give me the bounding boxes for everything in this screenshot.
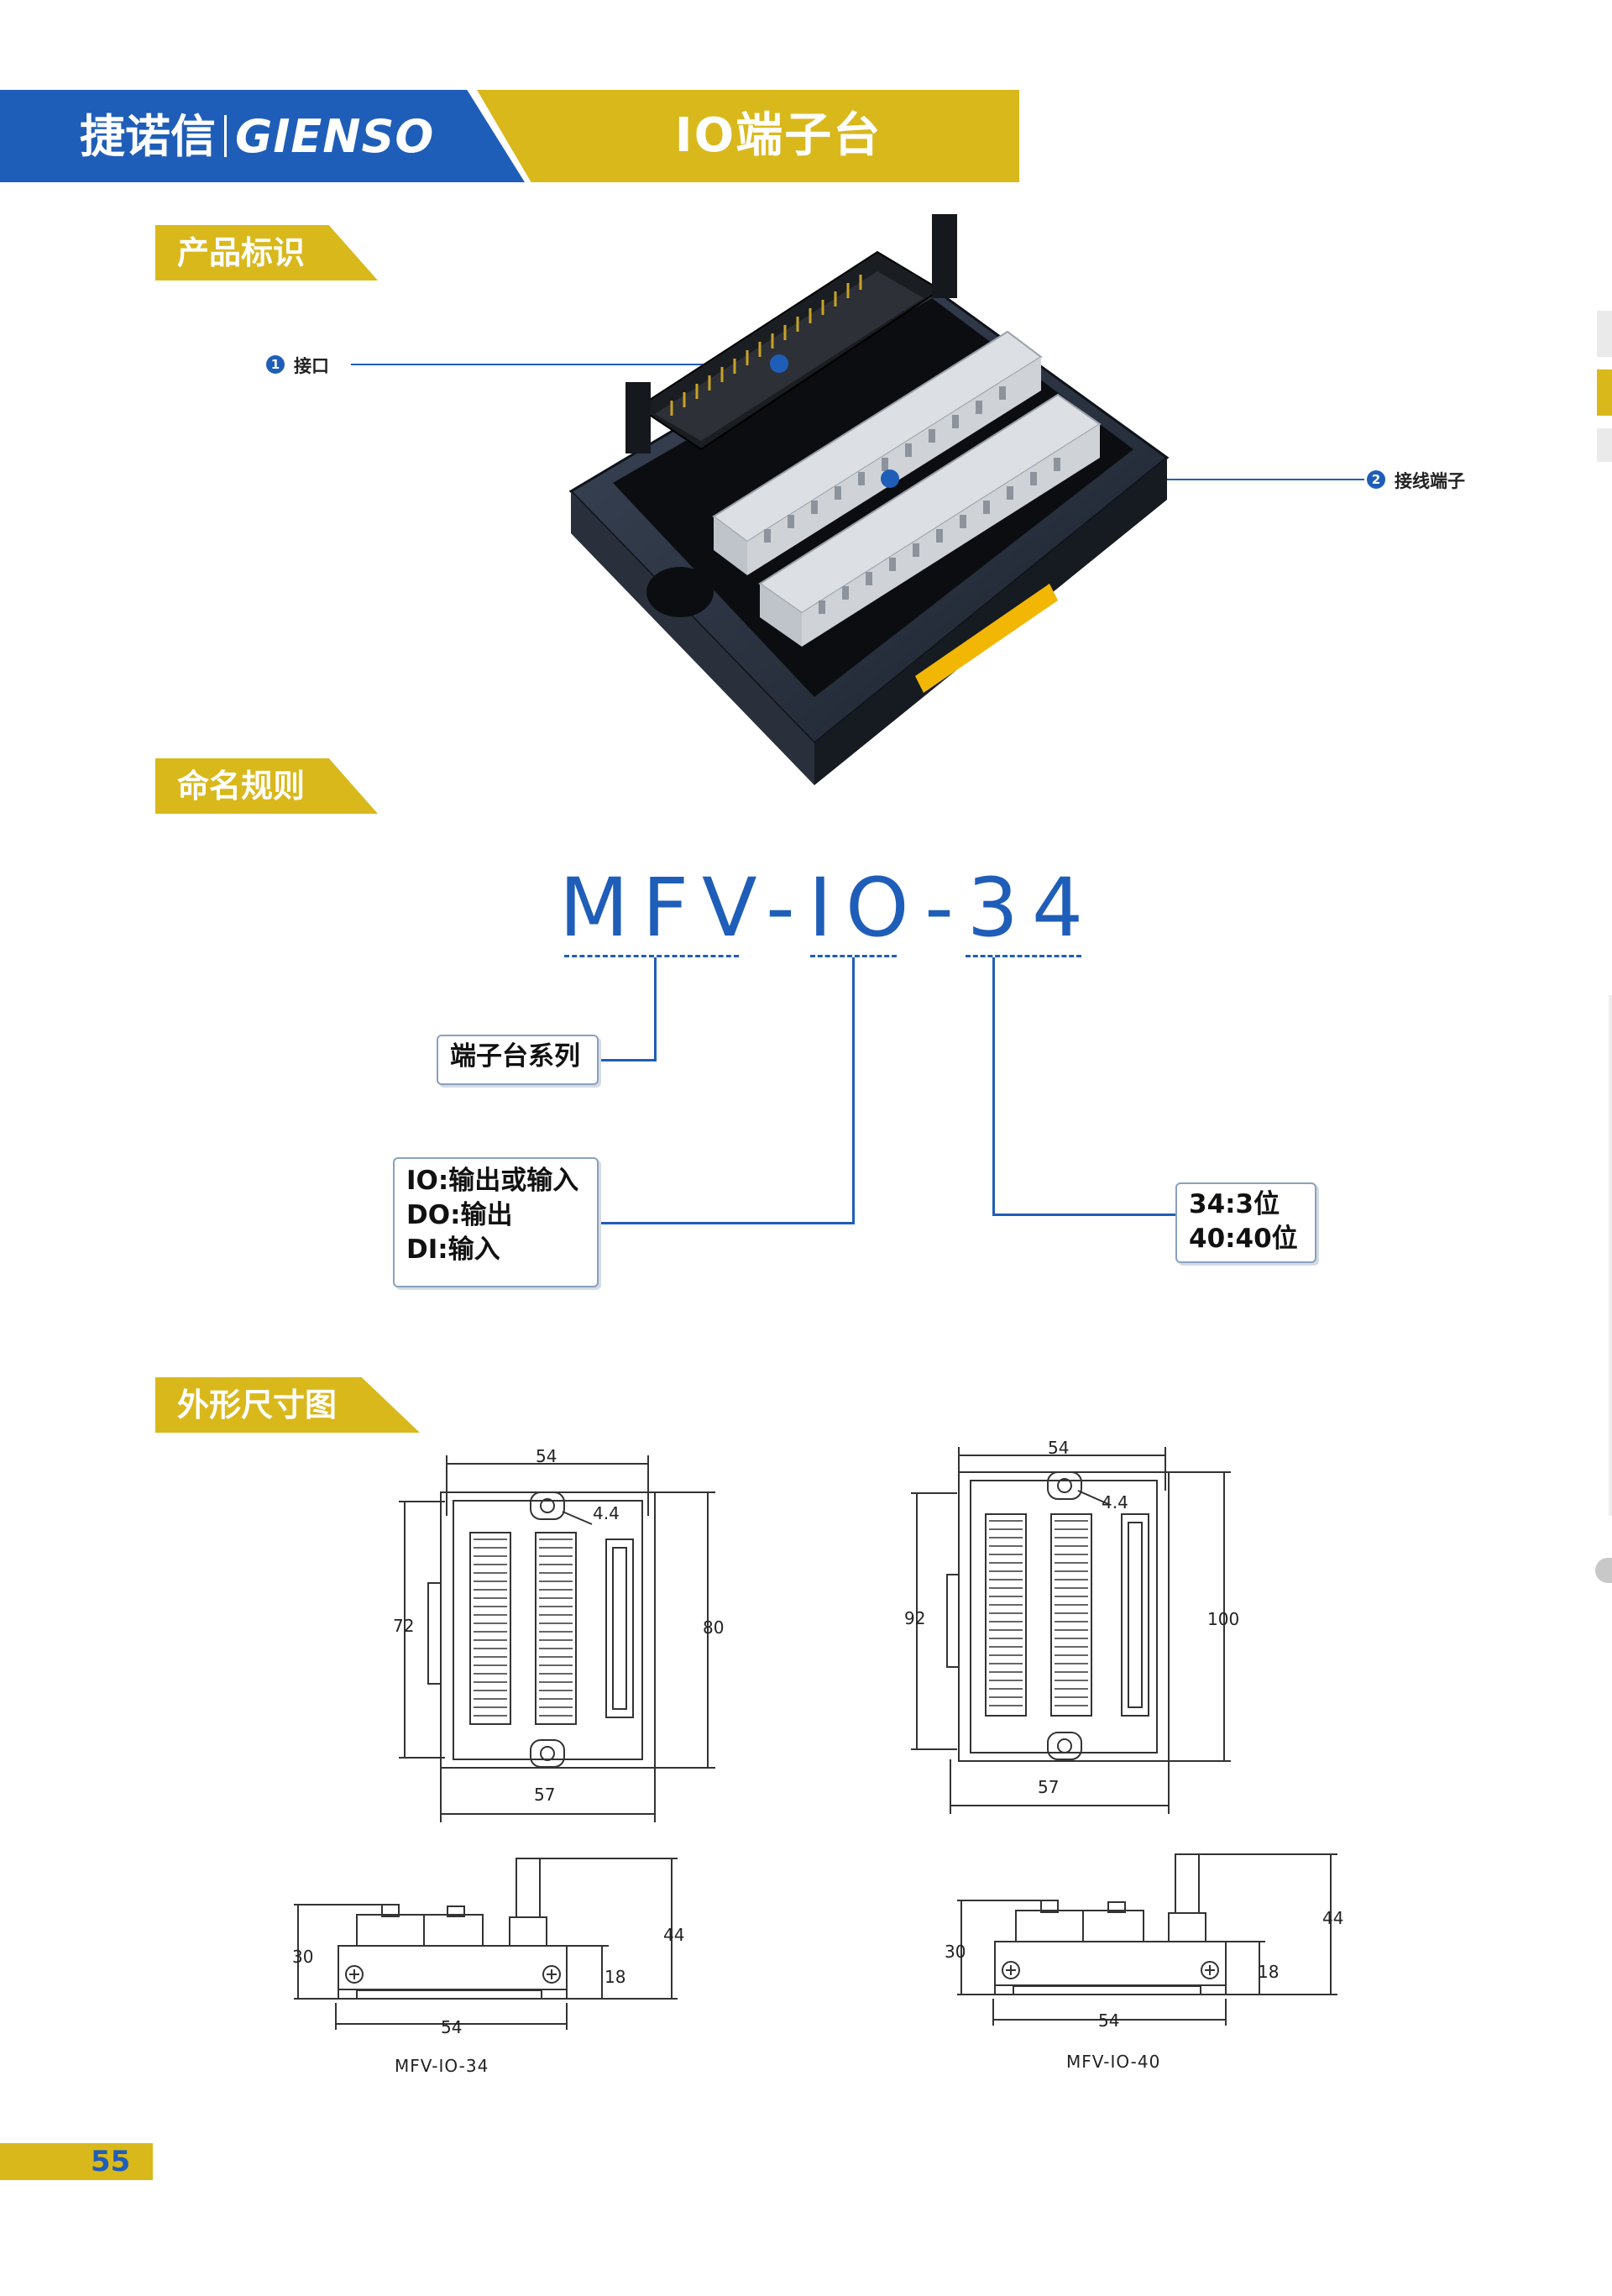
pins-box: 34:3位 40:40位	[1175, 1182, 1316, 1263]
caption-34: MFV-IO-34	[395, 2056, 489, 2076]
brand-cn: 捷诺信	[80, 110, 216, 163]
underline-pins	[966, 955, 1081, 957]
do-line: DO:输出	[406, 1200, 513, 1230]
link-series-v	[654, 957, 657, 1062]
caption-40: MFV-IO-40	[1066, 2052, 1161, 2072]
underline-io	[810, 955, 897, 957]
header-pins	[670, 275, 862, 416]
side-mark-gold	[1597, 370, 1612, 416]
pins-line-34: 34:3位	[1189, 1189, 1280, 1219]
callout-2-marker	[881, 469, 899, 488]
header-slot	[655, 271, 924, 441]
callout-2-label: 接线端子	[1395, 471, 1465, 491]
dim-side-body-34: 30	[292, 1947, 314, 1967]
io-box: IO:输出或输入 DO:输出 DI:输入	[393, 1157, 599, 1287]
callout-1-badge: 1	[266, 355, 285, 374]
link-io-v	[852, 957, 855, 1224]
side-rule	[1609, 995, 1612, 1516]
dim-side-body-40: 30	[945, 1942, 966, 1962]
dim-side-rail-34: 18	[604, 1967, 626, 1987]
product-photo	[568, 214, 1170, 785]
dim-outer-height-34: 80	[703, 1617, 725, 1638]
dim-outer-height-40: 100	[1207, 1609, 1240, 1629]
dim-side-height-34: 44	[663, 1925, 685, 1945]
link-pins-h	[992, 1214, 1175, 1216]
terminal-block-bottom-front	[760, 584, 802, 647]
dim-side-rail-40: 18	[1258, 1962, 1280, 1982]
side-dot	[1595, 1558, 1612, 1583]
section-tag-product-id: 产品标识	[155, 225, 378, 280]
di-line: DI:输入	[406, 1234, 500, 1265]
page-title: IO端子台	[674, 108, 882, 163]
brand-bar	[0, 90, 525, 182]
callout-1-marker	[770, 354, 788, 373]
housing-front	[571, 491, 814, 785]
dim-top-width-40: 54	[1048, 1438, 1070, 1458]
brand-en: GIENSO	[235, 110, 435, 163]
housing-side	[814, 458, 1167, 785]
side-mark-grey	[1597, 311, 1612, 357]
dim-top-width-34: 54	[536, 1446, 557, 1466]
callout-1-leader	[351, 364, 771, 365]
side-mark-grey-2	[1597, 428, 1612, 462]
din-clip	[915, 584, 1058, 693]
dim-side-height-40: 44	[1322, 1908, 1344, 1928]
terminal-block-top-face	[747, 357, 1041, 575]
dim-inner-height-40: 92	[904, 1608, 926, 1628]
dim-bottom-width-34: 57	[534, 1785, 556, 1805]
series-box: 端子台系列	[437, 1035, 599, 1085]
title-bar	[477, 90, 1019, 182]
top-view-40	[911, 1447, 1231, 1814]
mount-hole	[646, 567, 714, 617]
top-view-34	[399, 1455, 715, 1822]
section-tag-naming: 命名规则	[155, 758, 378, 814]
page-number: 55	[91, 2145, 131, 2178]
terminal-ticks-40	[989, 1520, 1088, 1706]
dim-hole-34: 4.4	[593, 1503, 620, 1523]
dim-side-width-34: 54	[441, 2017, 463, 2037]
link-io-h	[598, 1222, 855, 1224]
latch-left	[625, 382, 651, 453]
dim-inner-height-34: 72	[393, 1616, 415, 1636]
io-line: IO:输出或输入	[406, 1166, 579, 1196]
callout-1-label: 接口	[294, 356, 329, 376]
dim-side-width-40: 54	[1098, 2010, 1120, 2031]
underline-series	[564, 955, 739, 957]
terminal-block-top-front	[714, 516, 747, 575]
terminal-block-bottom-face	[802, 424, 1100, 647]
brand-logo: 捷诺信 GIENSO	[80, 99, 434, 175]
section-tag-dimensions: 外形尺寸图	[155, 1377, 420, 1433]
terminal-screws	[764, 386, 1060, 614]
terminal-ticks-34	[474, 1539, 573, 1717]
link-pins-v	[992, 957, 995, 1216]
pins-line-40: 40:40位	[1189, 1224, 1298, 1254]
callout-2-badge: 2	[1367, 470, 1385, 489]
dim-bottom-width-40: 57	[1038, 1777, 1060, 1797]
model-code: MFV-IO-34	[559, 861, 1097, 955]
dim-hole-40: 4.4	[1102, 1492, 1128, 1512]
page-tab	[0, 2143, 153, 2180]
brand-divider	[224, 115, 227, 158]
side-view-40	[957, 1853, 1337, 2026]
side-view-34	[294, 1858, 678, 2030]
latch-right	[932, 214, 957, 298]
link-series-h	[598, 1059, 657, 1062]
